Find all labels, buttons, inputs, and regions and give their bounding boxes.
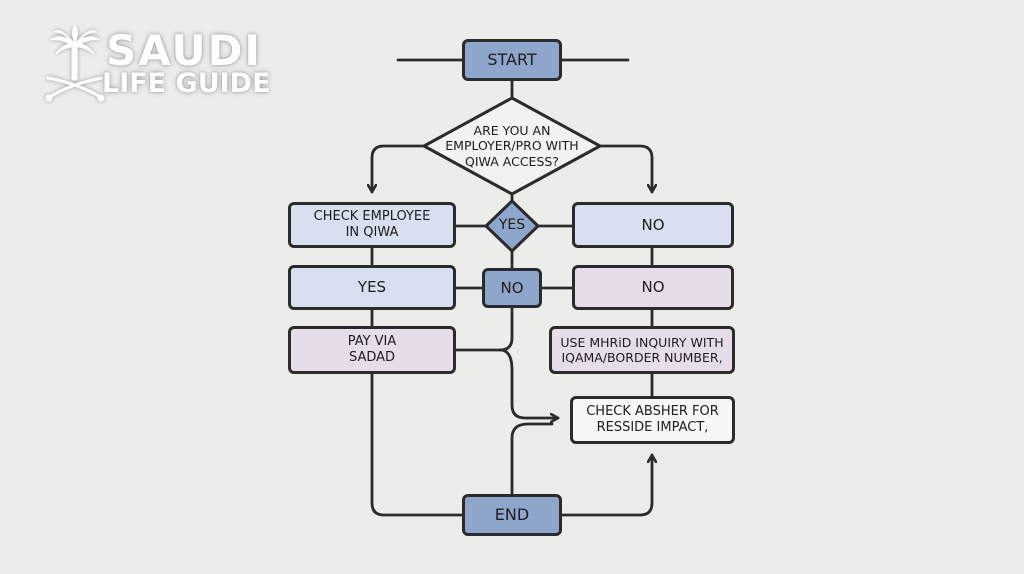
question-to-no-arrow bbox=[598, 144, 652, 194]
mhrsd-inquiry-node: USE MHRiD INQUIRY WITH IQAMA/BORDER NUMB… bbox=[549, 326, 735, 374]
center-no-label: NO bbox=[500, 278, 524, 297]
end-label: END bbox=[494, 505, 530, 525]
no-top-node: NO bbox=[572, 202, 734, 248]
absher-check-label: CHECK ABSHER FOR RESSIDE IMPACT, bbox=[586, 404, 719, 435]
decision-question-text: ARE YOU AN EMPLOYER/PRO WITH QIWA ACCESS… bbox=[445, 122, 579, 169]
pay-to-center-line bbox=[454, 306, 514, 352]
yes-diamond-label: YES bbox=[498, 217, 526, 234]
mhrsd-inquiry-label: USE MHRiD INQUIRY WITH IQAMA/BORDER NUMB… bbox=[560, 334, 724, 365]
yes-node-label: YES bbox=[357, 278, 387, 297]
end-to-absher-bottom-arrow bbox=[560, 453, 652, 517]
end-node: END bbox=[462, 494, 562, 536]
logo-subtitle: LIFE GUIDE bbox=[102, 68, 271, 99]
center-to-absher-arrow bbox=[498, 348, 560, 418]
yes-node: YES bbox=[288, 265, 456, 310]
check-employee-label: CHECK EMPLOYEE IN QIWA bbox=[313, 209, 431, 240]
center-no-node: NO bbox=[482, 268, 542, 308]
no-mid-node: NO bbox=[572, 265, 734, 310]
yes-diamond-shape bbox=[484, 199, 540, 253]
no-top-label: NO bbox=[641, 215, 665, 234]
end-to-absher-arrow bbox=[510, 422, 554, 496]
decision-question: ARE YOU AN EMPLOYER/PRO WITH QIWA ACCESS… bbox=[436, 116, 588, 176]
start-label: START bbox=[487, 50, 537, 70]
palm-and-crossed-swords-icon bbox=[45, 26, 105, 102]
pay-via-sadad-node: PAY VIA SADAD bbox=[288, 326, 456, 374]
pay-to-end-line bbox=[370, 372, 464, 517]
start-node: START bbox=[462, 39, 562, 81]
no-mid-label: NO bbox=[641, 278, 665, 297]
pay-via-sadad-label: PAY VIA SADAD bbox=[347, 334, 397, 365]
decision-diamond-shape bbox=[422, 96, 602, 196]
question-to-check-arrow bbox=[372, 144, 426, 194]
absher-check-node: CHECK ABSHER FOR RESSIDE IMPACT, bbox=[570, 396, 735, 444]
saudi-life-guide-logo: SAUDI LIFE GUIDE bbox=[40, 26, 280, 112]
check-employee-node: CHECK EMPLOYEE IN QIWA bbox=[288, 202, 456, 248]
logo-title: SAUDI bbox=[106, 26, 263, 75]
yes-diamond-label-wrap: YES bbox=[490, 216, 534, 236]
